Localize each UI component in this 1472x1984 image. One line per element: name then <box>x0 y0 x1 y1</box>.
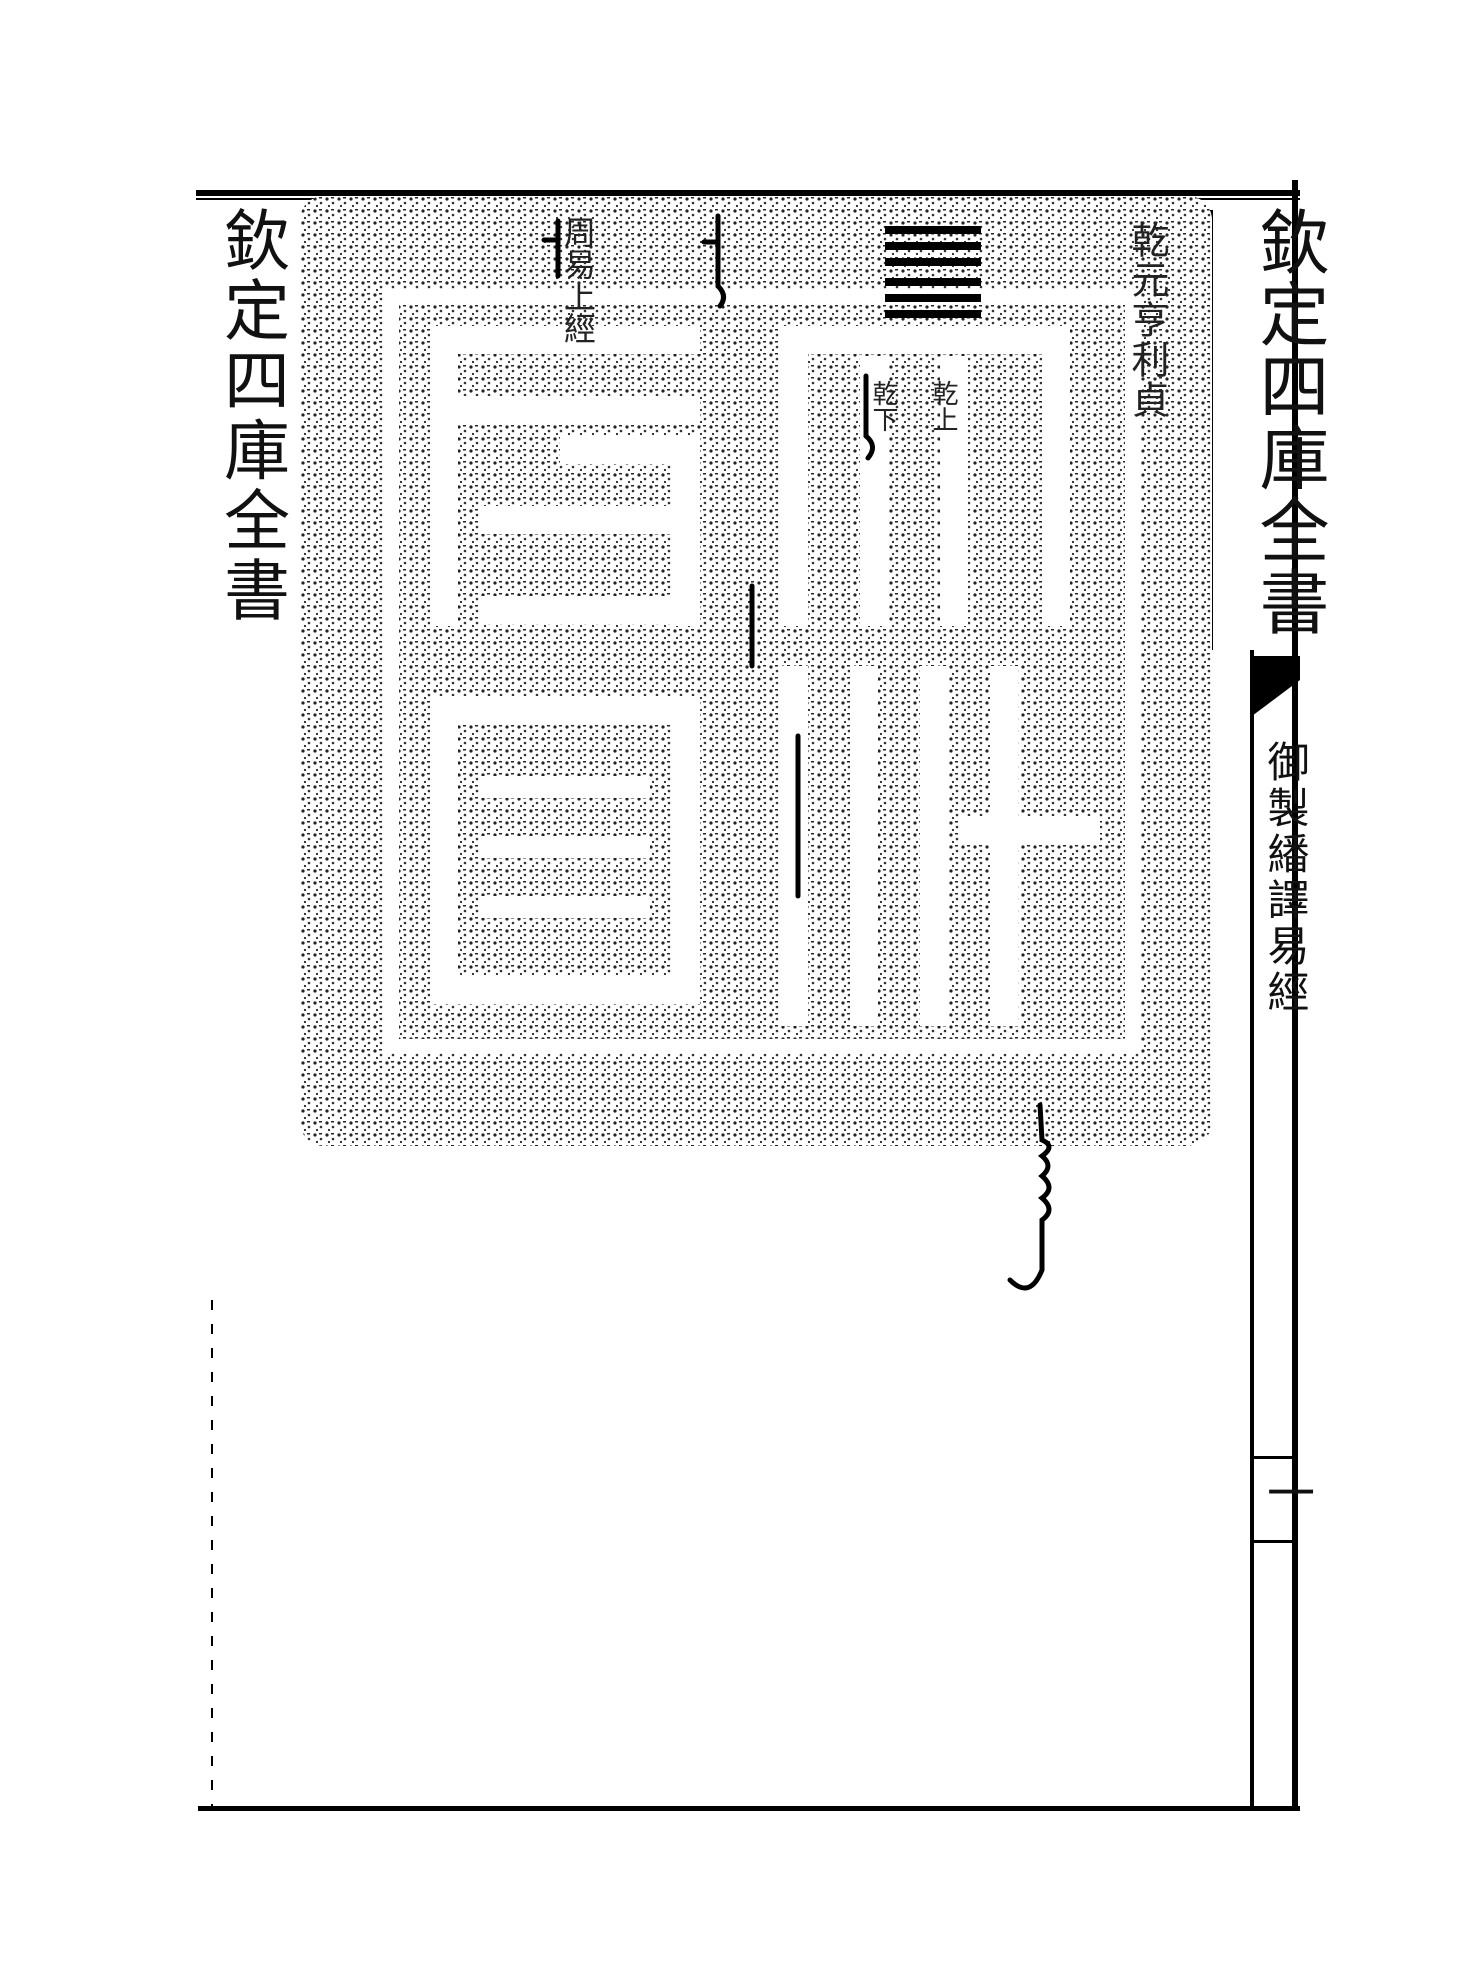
seal-pair-b: 乾上 <box>928 380 958 432</box>
manchu-script-tail <box>1007 1102 1052 1291</box>
seal-pair-a: 乾下 <box>868 380 898 432</box>
header-title: 欽定四庫全書 <box>1248 206 1330 638</box>
page-number: 一 <box>1258 1468 1314 1516</box>
seal-title-text: 周易上經 <box>559 216 597 344</box>
sub-title: 御製繙譯易經 <box>1261 740 1310 1016</box>
side-title: 欽定四庫全書 <box>213 206 290 626</box>
seal-block <box>300 196 1212 1146</box>
fishtail-mark <box>1252 656 1300 716</box>
seal-reign-text: 乾元亨利貞 <box>1125 220 1169 420</box>
trigram-icon <box>885 226 981 318</box>
